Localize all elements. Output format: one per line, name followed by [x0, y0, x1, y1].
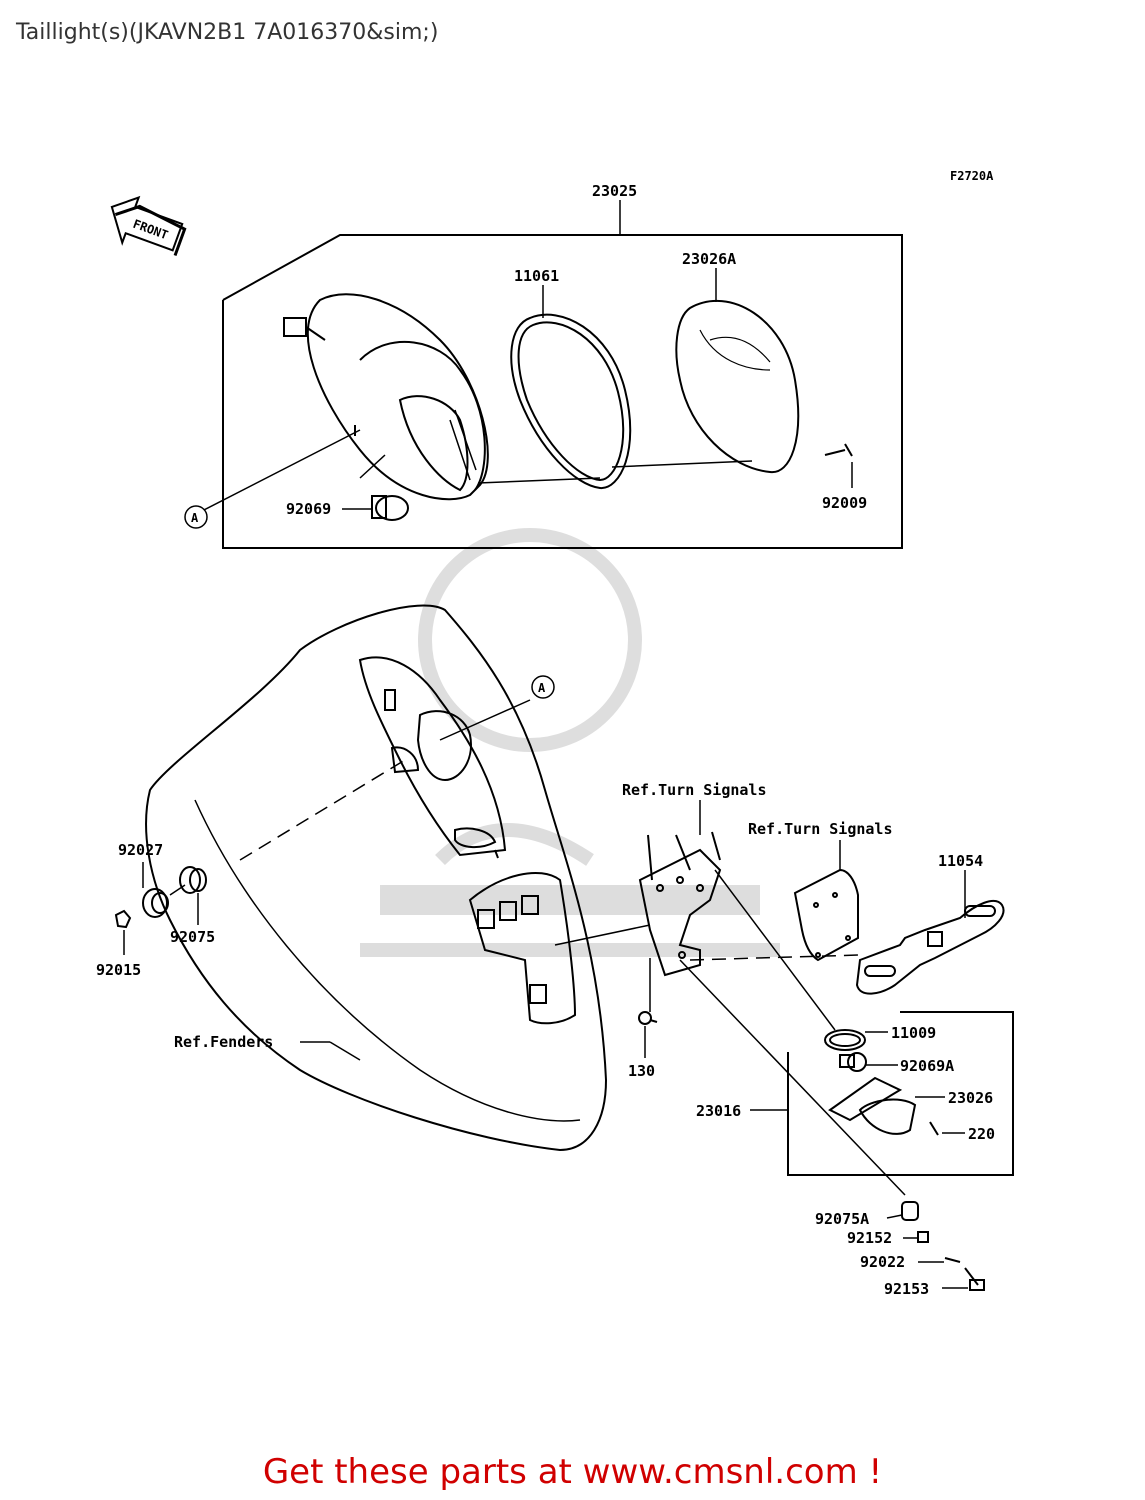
footer-banner: Get these parts at www.cmsnl.com !: [262, 1452, 883, 1492]
grommet-92027: [142, 888, 169, 918]
callout-92153: 92153: [884, 1280, 929, 1298]
callout-11054: 11054: [938, 852, 983, 870]
callout-circle-a-top: [184, 505, 208, 529]
bracket-11054: [855, 899, 1005, 995]
bolt-92153: [964, 1267, 985, 1291]
callout-92015: 92015: [96, 961, 141, 979]
bulb-92069A: [839, 1052, 867, 1072]
page-title: Taillight(s)(JKAVN2B1 7A016370&sim;): [16, 20, 439, 45]
callout-92075A: 92075A: [815, 1210, 869, 1228]
collar-92152: [917, 1231, 929, 1243]
ref-fenders: Ref.Fenders: [174, 1033, 273, 1051]
lens-23026A: [675, 299, 800, 474]
callout-a-mid: A: [538, 681, 546, 695]
callout-92027: 92027: [118, 841, 163, 859]
license-light-box: [787, 1011, 1014, 1176]
callout-23026: 23026: [948, 1089, 993, 1107]
grommet-92075A: [901, 1201, 919, 1221]
washer-92022: [944, 1257, 961, 1263]
bolt-130: [638, 1011, 658, 1025]
callout-11009: 11009: [891, 1024, 936, 1042]
callout-92152: 92152: [847, 1229, 892, 1247]
taillight-assembly-box: [222, 234, 903, 549]
ref-turn-signals-1: Ref.Turn Signals: [622, 781, 767, 799]
front-arrow-icon: FRONT: [110, 195, 187, 256]
cmsnl-watermark: [360, 528, 780, 957]
screw-92009: [824, 443, 853, 457]
screw-220: [929, 1121, 939, 1136]
taillight-housing: [283, 293, 489, 501]
callout-220: 220: [968, 1125, 995, 1143]
nut-92015: [114, 909, 132, 929]
ref-turn-signals-2: Ref.Turn Signals: [748, 820, 893, 838]
lens-23026: [828, 1076, 917, 1135]
callout-92075: 92075: [170, 928, 215, 946]
turn-signal-plate: [793, 868, 859, 962]
callout-23026A: 23026A: [682, 250, 736, 268]
license-bracket: [638, 831, 722, 977]
callout-a-top: A: [191, 511, 199, 525]
callout-23016: 23016: [696, 1102, 741, 1120]
callout-23025: 23025: [592, 182, 637, 200]
grommet-92075: [179, 866, 207, 894]
gasket-11061: [510, 313, 632, 490]
callout-circle-a-mid: [531, 675, 555, 699]
callout-92009: 92009: [822, 494, 867, 512]
bulb-92069: [371, 495, 409, 521]
rear-fender: [145, 604, 608, 1152]
callout-92069A: 92069A: [900, 1057, 954, 1075]
callout-92069: 92069: [286, 500, 331, 518]
gasket-11009: [824, 1029, 866, 1051]
callout-92022: 92022: [860, 1253, 905, 1271]
callout-11061: 11061: [514, 267, 559, 285]
callout-130: 130: [628, 1062, 655, 1080]
figure-code: F2720A: [950, 169, 994, 183]
